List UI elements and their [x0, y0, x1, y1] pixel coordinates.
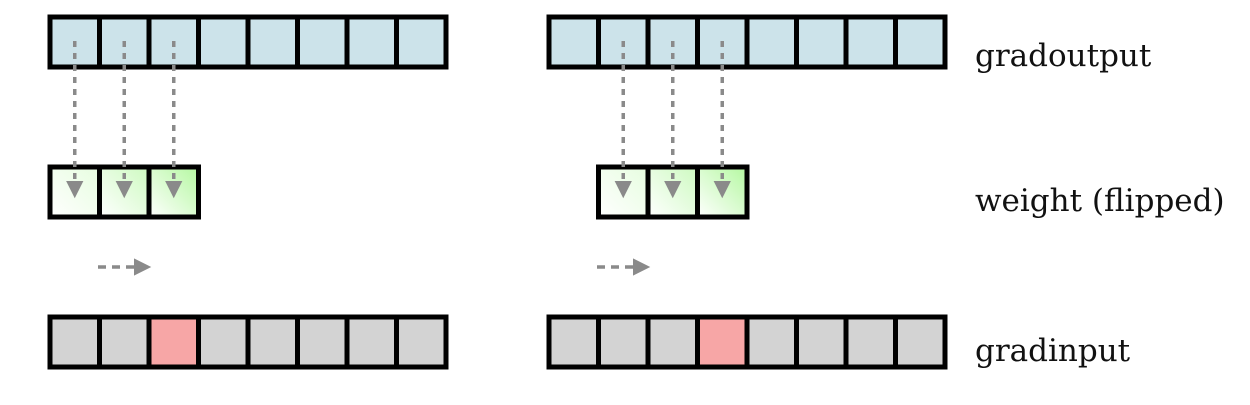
gradinput-cell: [47, 314, 102, 370]
gradoutput-cell: [344, 14, 399, 70]
gradinput-cell: [645, 314, 700, 370]
gradoutput-cell: [295, 14, 350, 70]
gradoutput-row: [546, 14, 948, 70]
gradoutput-cell: [843, 14, 898, 70]
gradinput-cell: [295, 314, 350, 370]
gradinput-cell: [394, 314, 449, 370]
gradinput-cell: [596, 314, 651, 370]
weight-flipped-label: weight (flipped): [975, 183, 1225, 219]
gradinput-row: [546, 314, 948, 370]
gradinput-row: [47, 314, 449, 370]
gradoutput-cell: [394, 14, 449, 70]
panel-2: [546, 14, 948, 370]
gradoutput-row: [47, 14, 449, 70]
gradoutput-cell: [794, 14, 849, 70]
gradoutput-cell: [744, 14, 799, 70]
gradinput-cell: [843, 314, 898, 370]
panel-1: [47, 14, 449, 370]
gradinput-cell: [546, 314, 601, 370]
gradinput-cell: [245, 314, 300, 370]
gradoutput-cell: [245, 14, 300, 70]
gradinput-cell: [196, 314, 251, 370]
gradoutput-label: gradoutput: [975, 38, 1152, 74]
gradinput-cell: [344, 314, 399, 370]
gradinput-cell-highlighted: [695, 314, 750, 370]
gradinput-cell: [97, 314, 152, 370]
gradinput-label: gradinput: [975, 333, 1131, 369]
gradinput-cell-highlighted: [146, 314, 201, 370]
gradinput-cell: [893, 314, 948, 370]
gradoutput-cell: [893, 14, 948, 70]
gradoutput-cell: [196, 14, 251, 70]
gradinput-cell: [794, 314, 849, 370]
gradinput-cell: [744, 314, 799, 370]
gradoutput-cell: [546, 14, 601, 70]
